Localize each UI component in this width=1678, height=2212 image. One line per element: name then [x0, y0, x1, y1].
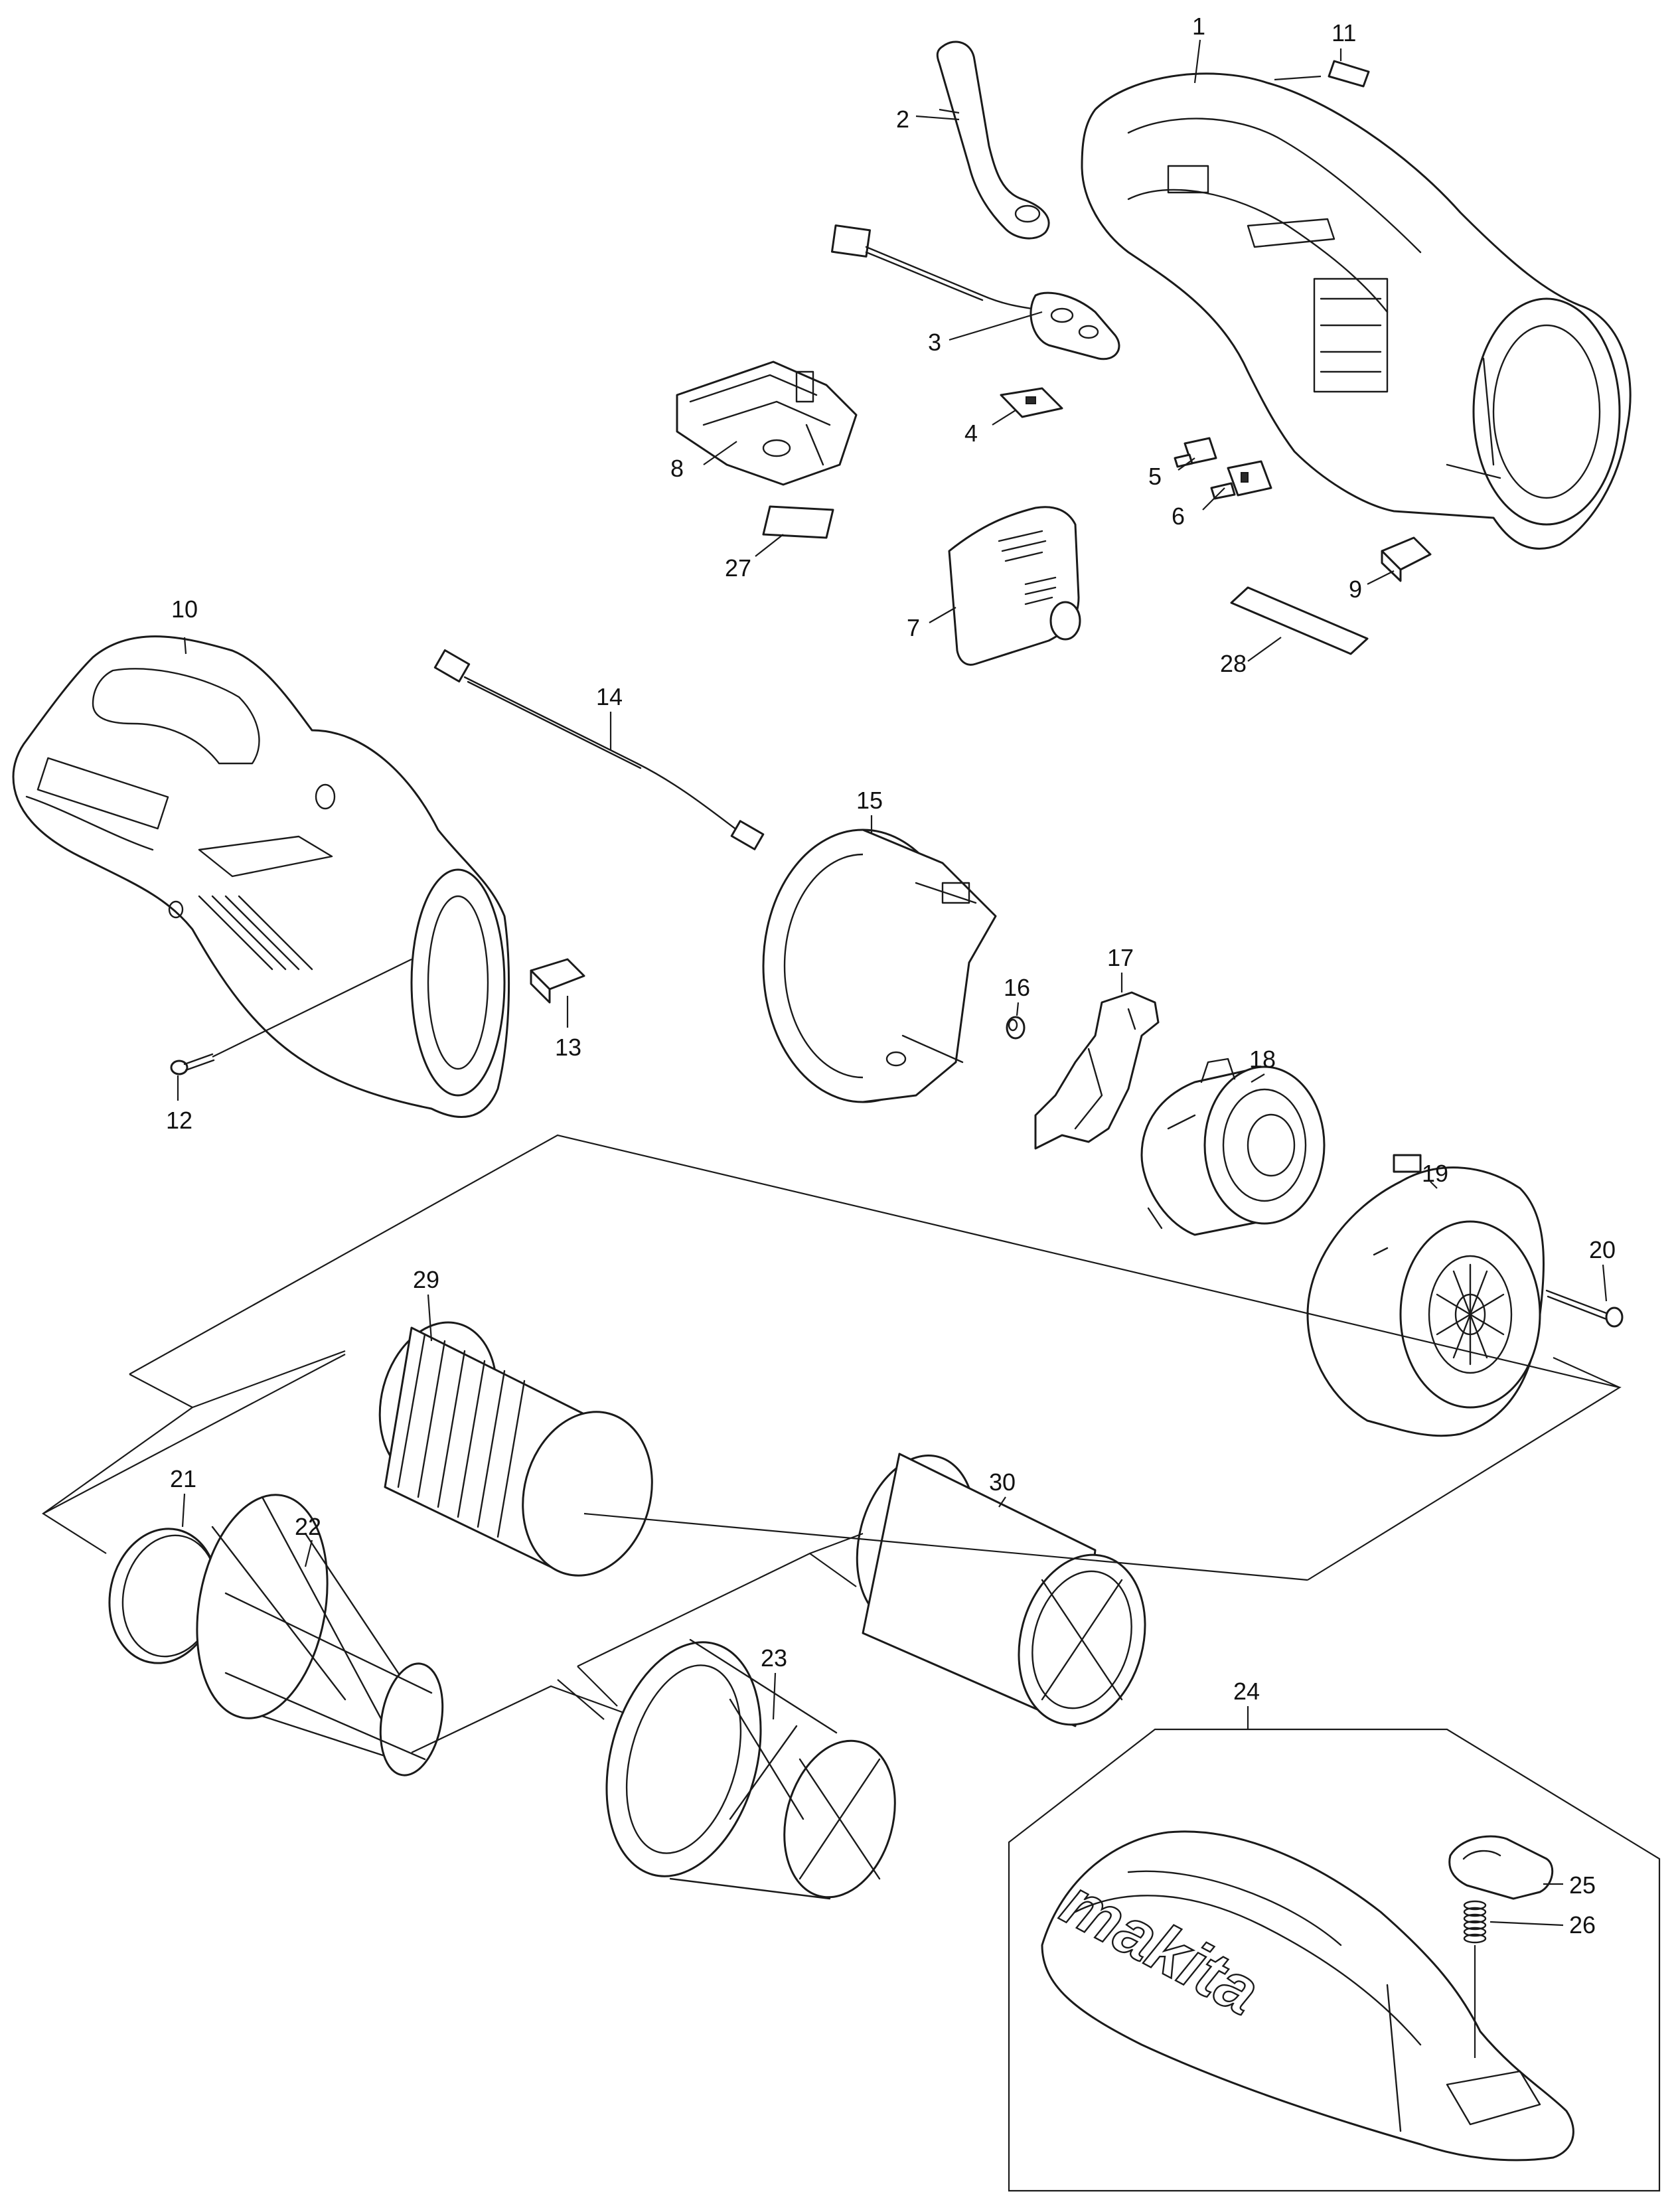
- callout-labels: 1 2 3 4 5 6 7 8 9 10 11 12 13 14 15 16 1…: [166, 13, 1616, 1938]
- part-18-motor: [1140, 1058, 1326, 1236]
- callout-27: 27: [725, 554, 751, 582]
- callout-22: 22: [295, 1513, 321, 1540]
- part-13-clip: [530, 958, 585, 1004]
- callout-24: 24: [1233, 1678, 1260, 1705]
- part-2-strap: [936, 40, 1050, 240]
- part-12-screw: [170, 959, 412, 1075]
- callout-leaders: [177, 39, 1608, 1927]
- callout-9: 9: [1349, 576, 1362, 603]
- part-23-prefilter: [605, 1638, 896, 1900]
- callout-21: 21: [170, 1465, 196, 1492]
- part-9-clip: [1381, 536, 1432, 582]
- callout-8: 8: [670, 455, 684, 482]
- callout-3: 3: [928, 329, 941, 356]
- assembly-group-frames: [42, 1134, 1622, 1753]
- callout-13: 13: [555, 1034, 581, 1061]
- callout-28: 28: [1220, 650, 1247, 677]
- callout-4: 4: [964, 420, 978, 447]
- callout-14: 14: [596, 683, 623, 710]
- callout-7: 7: [907, 614, 920, 641]
- callout-25: 25: [1569, 1871, 1596, 1899]
- part-5-connector: [1174, 437, 1217, 468]
- part-16-bushing: [1006, 1016, 1026, 1040]
- part-26-spring: [1463, 1900, 1487, 2058]
- callout-6: 6: [1172, 503, 1185, 530]
- part-7-label-plate: [948, 506, 1081, 666]
- part-20-screw: [1545, 1289, 1624, 1328]
- part-10-front-housing: [12, 635, 510, 1118]
- part-4-chip: [1000, 387, 1063, 418]
- part-24-dust-case: makita: [1008, 1728, 1661, 2192]
- part-28-long-label: [1230, 586, 1369, 655]
- callout-1: 1: [1192, 13, 1205, 40]
- part-30-cylindrical-filter: [856, 1453, 1146, 1727]
- part-27-small-label: [762, 505, 834, 539]
- part-25-latch-button: [1448, 1835, 1554, 1900]
- callout-26: 26: [1569, 1911, 1596, 1938]
- part-15-motor-holder: [762, 829, 997, 1103]
- part-19-fan-housing: [1306, 1154, 1545, 1437]
- part-17-bracket: [1034, 991, 1160, 1150]
- part-14-wire-harness: [433, 649, 765, 850]
- callout-12: 12: [166, 1107, 192, 1134]
- callout-10: 10: [171, 595, 198, 623]
- part-22-filter-cage: [196, 1494, 444, 1777]
- callout-5: 5: [1148, 463, 1162, 490]
- part-3-switch-board: [830, 224, 1120, 360]
- part-11-small-label: [1328, 60, 1370, 88]
- callout-18: 18: [1249, 1046, 1276, 1073]
- callout-15: 15: [856, 787, 883, 814]
- callout-16: 16: [1004, 974, 1030, 1001]
- callout-29: 29: [413, 1266, 439, 1293]
- callout-2: 2: [896, 106, 909, 133]
- callout-20: 20: [1589, 1236, 1616, 1263]
- callout-17: 17: [1107, 944, 1134, 971]
- callout-30: 30: [989, 1468, 1016, 1496]
- part-6-switch: [1210, 460, 1272, 500]
- callout-11: 11: [1332, 19, 1356, 46]
- callout-23: 23: [761, 1644, 787, 1672]
- part-29-hepa-filter: [378, 1321, 653, 1577]
- part-1-housing: [1081, 72, 1632, 550]
- callout-19: 19: [1422, 1160, 1448, 1187]
- part-8-controller: [676, 360, 858, 486]
